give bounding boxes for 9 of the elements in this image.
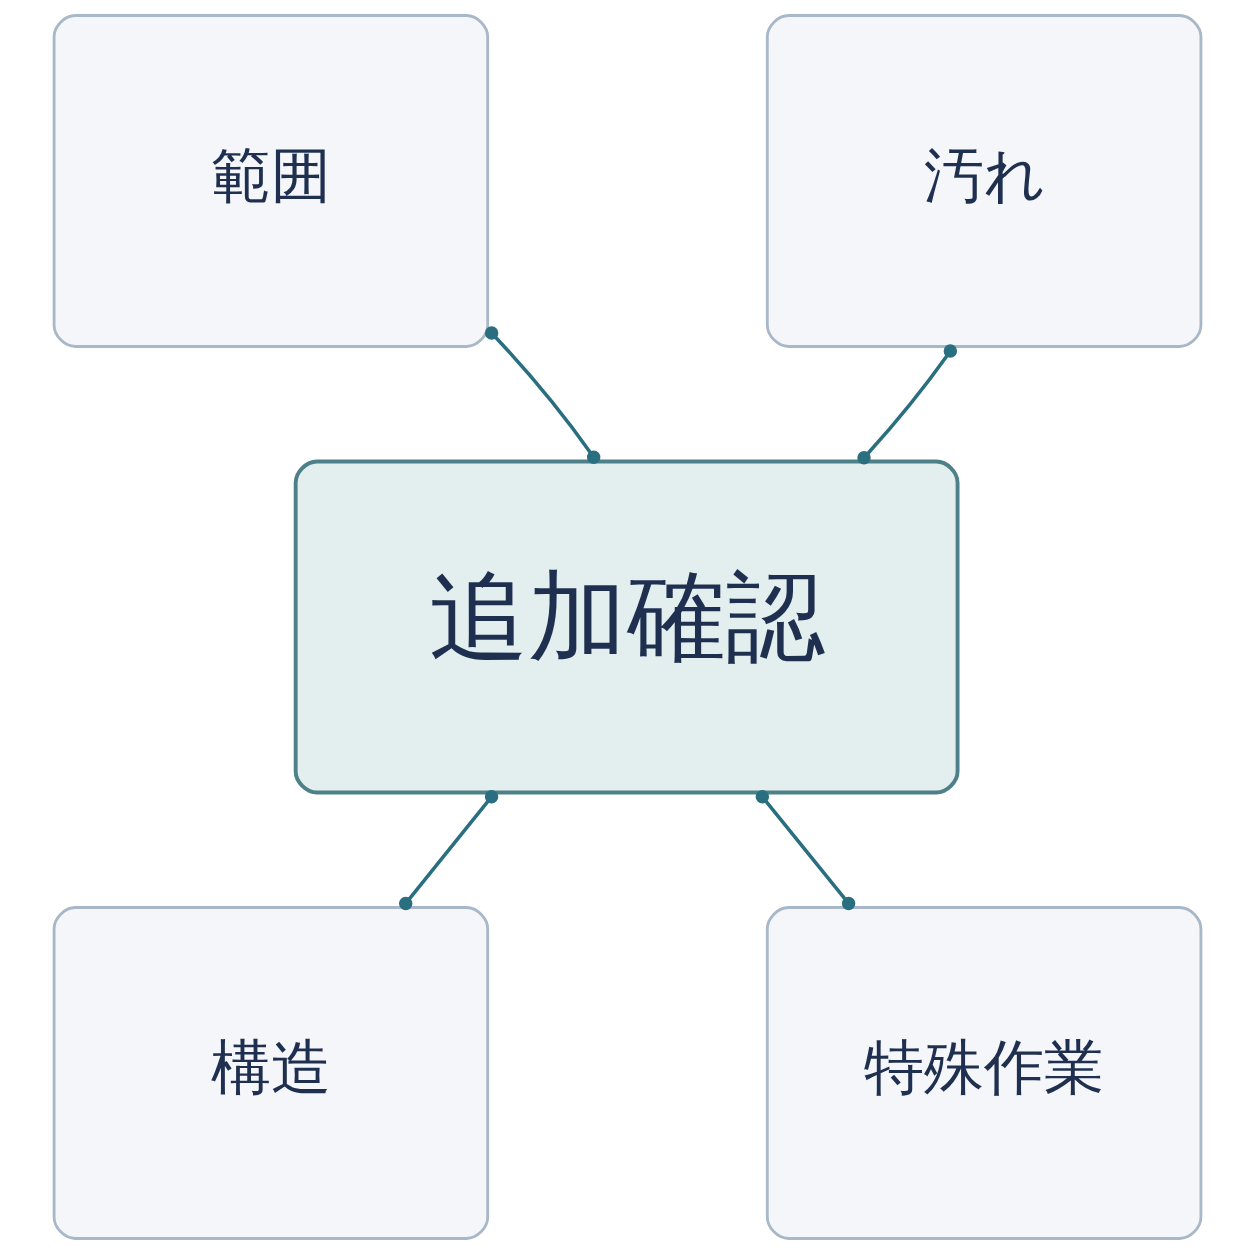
connector [856, 344, 957, 465]
node-box: 特殊作業 [765, 906, 1202, 1240]
node-box: 汚れ [765, 14, 1202, 348]
node-box: 追加確認 [293, 459, 959, 795]
connector [484, 326, 600, 464]
connector [755, 790, 855, 911]
node-box: 構造 [52, 906, 489, 1240]
connector [398, 790, 498, 911]
node-box: 範囲 [52, 14, 489, 348]
